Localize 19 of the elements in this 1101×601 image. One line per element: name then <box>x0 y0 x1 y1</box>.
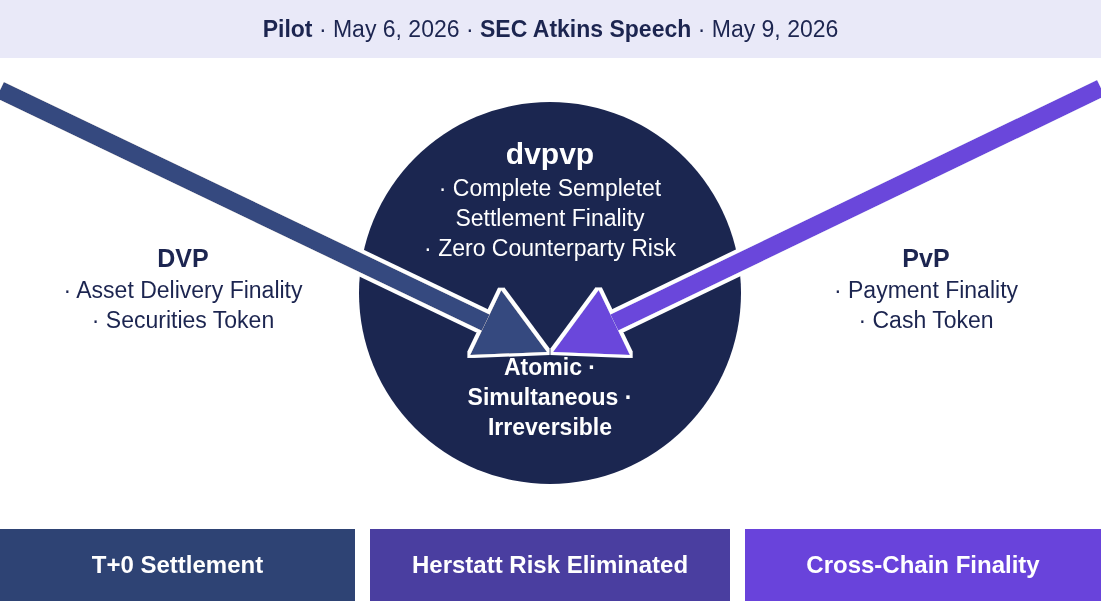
circle-title: dvpvp <box>504 136 596 172</box>
arrow <box>0 81 548 356</box>
bullet-text: · Zero Counterparty Risk <box>423 234 677 263</box>
bar-label: Cross-Chain Finality <box>806 550 1040 580</box>
bullet-text: · Securities Token <box>91 306 275 335</box>
bar-label: T+0 Settlement <box>91 550 264 580</box>
summary-bar <box>370 529 730 601</box>
side-heading: PvP <box>902 243 950 274</box>
diagram-title: Pilot · May 6, 2026 · SEC Atkins Speech · May 9, 2026 <box>262 14 839 44</box>
bullet-text: · Complete Sempletet Settlement Finality <box>437 174 663 233</box>
property-text: Atomic · Simultaneous · Irreversible <box>455 352 645 442</box>
summary-bar <box>0 529 355 601</box>
bullet-text: · Cash Token <box>858 306 994 335</box>
bullet-text: · Asset Delivery Finality <box>63 276 303 305</box>
arrow <box>553 79 1101 355</box>
side-heading: DVP <box>157 243 209 274</box>
summary-bar <box>745 529 1101 601</box>
bar-label: Herstatt Risk Eliminated <box>411 550 689 580</box>
bullet-text: · Payment Finality <box>833 276 1019 305</box>
